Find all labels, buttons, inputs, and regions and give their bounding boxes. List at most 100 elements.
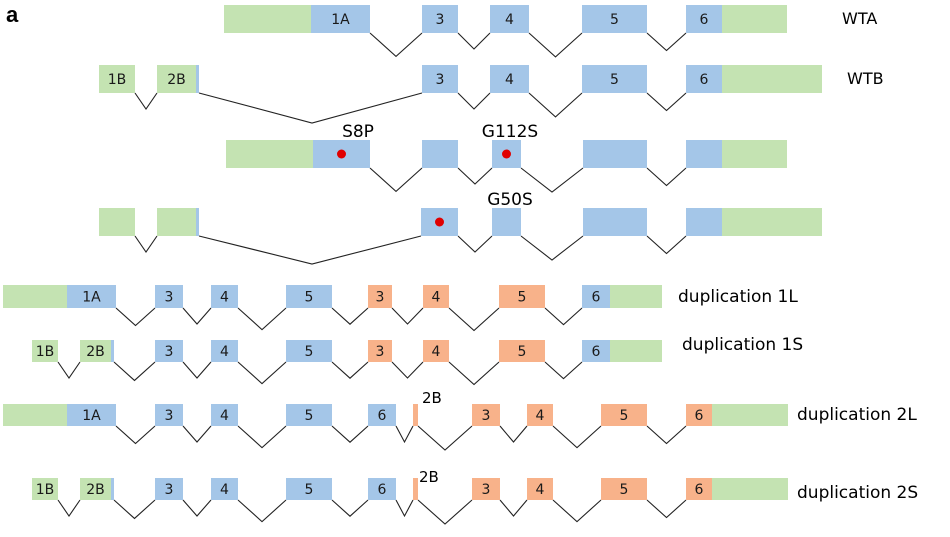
exon-block: [583, 208, 647, 236]
intron-line: [331, 307, 369, 325]
transcript-name: duplication 1L: [678, 287, 798, 307]
intron-line: [395, 499, 414, 518]
intron-line: [331, 361, 369, 379]
exon-block: [211, 340, 238, 362]
exon-label: 3: [165, 482, 174, 498]
intron-line: [391, 361, 424, 379]
exon-block: [582, 5, 647, 33]
exon-label: 3: [376, 344, 385, 360]
intron-line: [369, 167, 423, 193]
utr-block: [712, 478, 788, 500]
duplicated-exon-block: [686, 478, 712, 500]
utr-block: [80, 340, 111, 362]
exon-block: [111, 340, 114, 362]
exon-label: 6: [700, 12, 709, 28]
exon-block: [422, 140, 458, 168]
exon-block: [582, 340, 610, 362]
intron-line: [113, 361, 156, 382]
exon-label: 2B: [86, 482, 105, 498]
exon-block: [155, 340, 183, 362]
duplicated-exon-block: [601, 404, 647, 426]
mutation-dot: [435, 217, 444, 227]
exon-label: 3: [165, 408, 174, 424]
mutation-label: G50S: [487, 190, 533, 210]
intron-line: [528, 92, 583, 118]
transcript-name: WTA: [842, 9, 877, 28]
intron-line: [331, 425, 369, 443]
duplicated-exon-block: [413, 478, 418, 500]
intron-line: [552, 499, 602, 523]
exon-label: 6: [378, 408, 387, 424]
intron-line: [182, 425, 212, 443]
exon-block: [422, 65, 458, 93]
exon-block: [155, 478, 183, 500]
intron-line: [457, 92, 491, 110]
intron-line: [457, 235, 493, 253]
utr-block: [722, 5, 787, 33]
utr-block: [157, 208, 196, 236]
intron-line: [544, 307, 583, 326]
duplicated-exon-block: [686, 404, 712, 426]
intron-line: [520, 167, 584, 193]
transcript-name: WTB: [847, 69, 884, 88]
exon-block: [686, 140, 722, 168]
exon-label: 4: [536, 408, 545, 424]
utr-block: [224, 5, 311, 33]
mutation-dot: [337, 149, 346, 159]
mutation-dot: [502, 149, 511, 159]
transcript-name: duplication 2L: [797, 405, 917, 425]
exon-block: [492, 208, 521, 236]
exon-label: 5: [620, 408, 629, 424]
exon-block: [211, 478, 238, 500]
exon-label: 4: [536, 482, 545, 498]
intron-line: [395, 425, 414, 444]
exon-label: 6: [695, 482, 704, 498]
utr-block: [80, 478, 111, 500]
exon-label: 5: [305, 290, 314, 306]
intron-line: [57, 499, 81, 517]
exon-label: 4: [220, 482, 229, 498]
exon-label: 6: [592, 344, 601, 360]
exon-block: [582, 65, 647, 93]
intron-line: [544, 361, 583, 380]
utr-block: [99, 65, 135, 93]
intron-line: [198, 235, 422, 265]
exon-block: [67, 404, 116, 426]
exon-label: 3: [165, 290, 174, 306]
intron-line: [115, 307, 156, 327]
exon-block: [155, 285, 183, 308]
exon-label: 6: [592, 290, 601, 306]
exon-label: 3: [482, 408, 491, 424]
exon-block: [196, 208, 199, 236]
intron-line: [457, 32, 491, 50]
exon-label: 1B: [36, 482, 55, 498]
exon-block: [368, 478, 396, 500]
intron-line: [646, 425, 687, 445]
utr-block: [610, 285, 662, 308]
exon-label: 3: [165, 344, 174, 360]
exon-block: [286, 404, 332, 426]
exon-block: [583, 140, 647, 168]
utr-block: [32, 478, 58, 500]
exon-block: [111, 478, 114, 500]
duplicated-exon-block: [527, 404, 553, 426]
exon-label: 5: [620, 482, 629, 498]
exon-label: 5: [610, 72, 619, 88]
exon-block: [155, 404, 183, 426]
exon-block: [286, 340, 332, 362]
exon-label: 1B: [108, 72, 127, 88]
exon-label: 4: [220, 290, 229, 306]
exon-label: 3: [436, 72, 445, 88]
intron-line: [417, 499, 473, 525]
intron-line: [417, 425, 473, 451]
intron-line: [646, 499, 687, 519]
utr-block: [722, 140, 787, 168]
exon-label: 5: [305, 344, 314, 360]
intron-line: [237, 499, 287, 523]
